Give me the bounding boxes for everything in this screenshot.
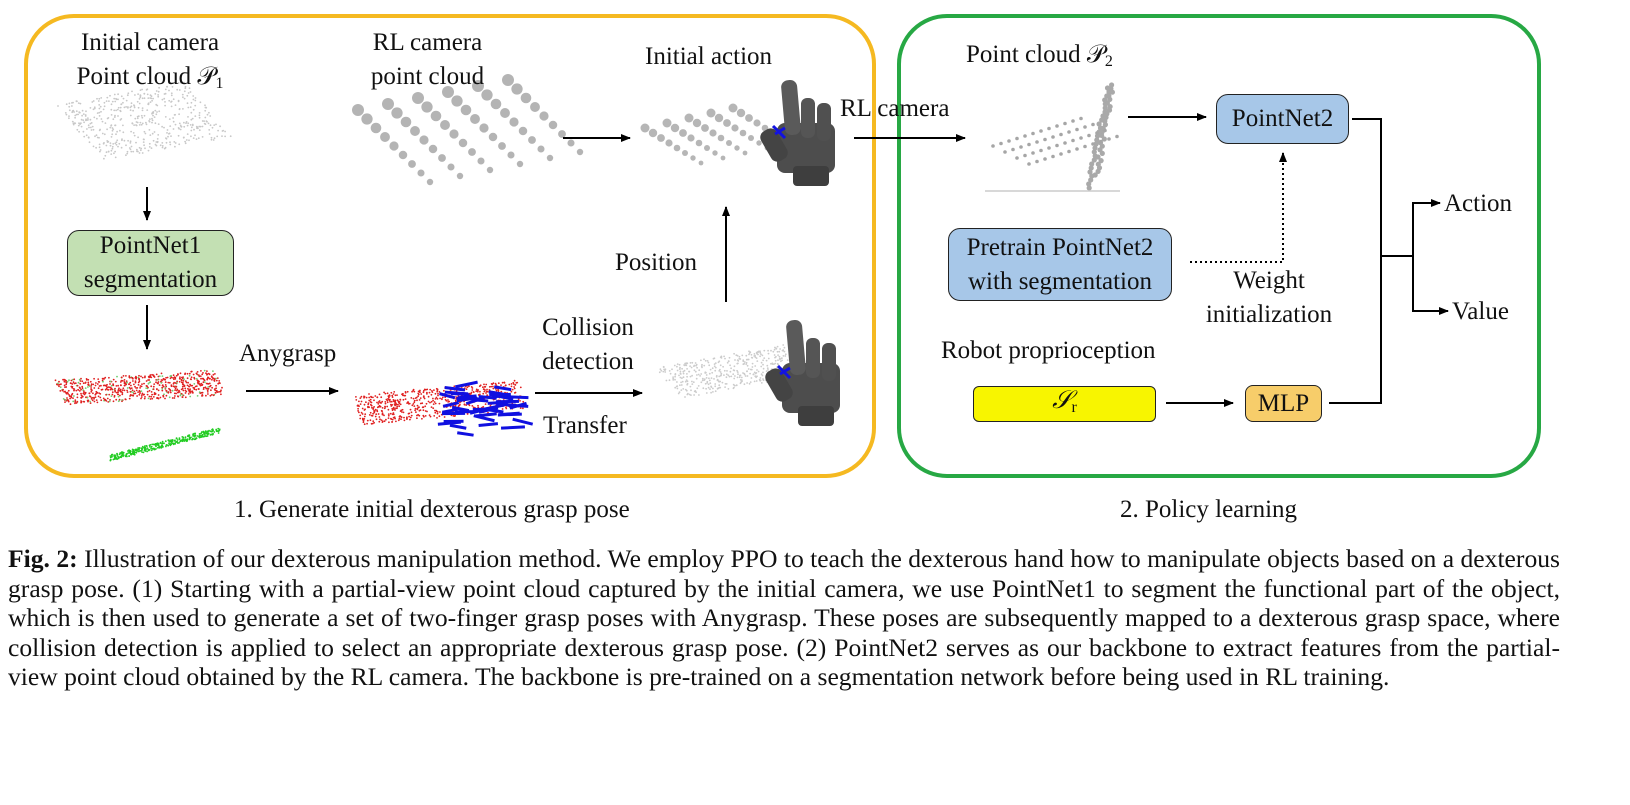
value-label: Value	[1452, 298, 1509, 325]
panel2-caption: 2. Policy learning	[1120, 496, 1298, 523]
panel-generate-grasp	[24, 14, 876, 478]
collision-detection-label: Collision detection	[542, 314, 634, 375]
weight-initialization-label: Weight initialization	[1205, 267, 1333, 328]
figure-graphics	[54, 74, 1449, 462]
panel-policy-learning	[897, 14, 1541, 478]
arrow-to-value	[1412, 256, 1449, 315]
mlp-box: MLP	[1245, 385, 1322, 422]
weight-init-dotted-line	[1190, 152, 1287, 263]
panel1-caption: 1. Generate initial dexterous grasp pose	[234, 496, 630, 523]
figure-caption-text: Illustration of our dexterous manipulati…	[8, 544, 1560, 691]
transfer-label: Transfer	[543, 412, 627, 439]
rl-camera-label: RL camera	[840, 95, 950, 122]
pointnet1-segmentation-box: PointNet1 segmentation	[67, 230, 234, 296]
point-cloud-p2-label: Point cloud 𝒫2	[966, 41, 1113, 70]
segmented-point-cloud-image	[54, 369, 223, 462]
pretrain-pointnet2-box: Pretrain PointNet2 with segmentation	[948, 228, 1172, 301]
rl-point-cloud-image	[352, 74, 584, 186]
rl-camera-cloud-image	[991, 82, 1119, 191]
robot-proprioception-label: Robot proprioception	[941, 337, 1156, 364]
initial-action-label: Initial action	[645, 43, 773, 70]
anygrasp-cloud-image	[355, 379, 534, 437]
rl-camera-cloud-label: RL camera point cloud	[370, 29, 485, 90]
state-robot-box: 𝒮r	[973, 386, 1156, 422]
initial-camera-label: Initial camera Point cloud 𝒫1	[76, 29, 224, 92]
arrow-to-action	[1412, 199, 1441, 311]
figure-caption: Fig. 2: Illustration of our dexterous ma…	[8, 544, 1560, 692]
action-label: Action	[1444, 190, 1513, 217]
merge-lines	[1329, 118, 1413, 404]
robot-hand-icon	[765, 319, 840, 426]
figure-caption-label: Fig. 2:	[8, 544, 78, 573]
initial-point-cloud-image	[57, 81, 232, 160]
robot-hand-icon	[760, 79, 835, 186]
anygrasp-label: Anygrasp	[239, 340, 337, 367]
pointnet2-box: PointNet2	[1216, 94, 1349, 144]
position-label: Position	[615, 249, 697, 276]
